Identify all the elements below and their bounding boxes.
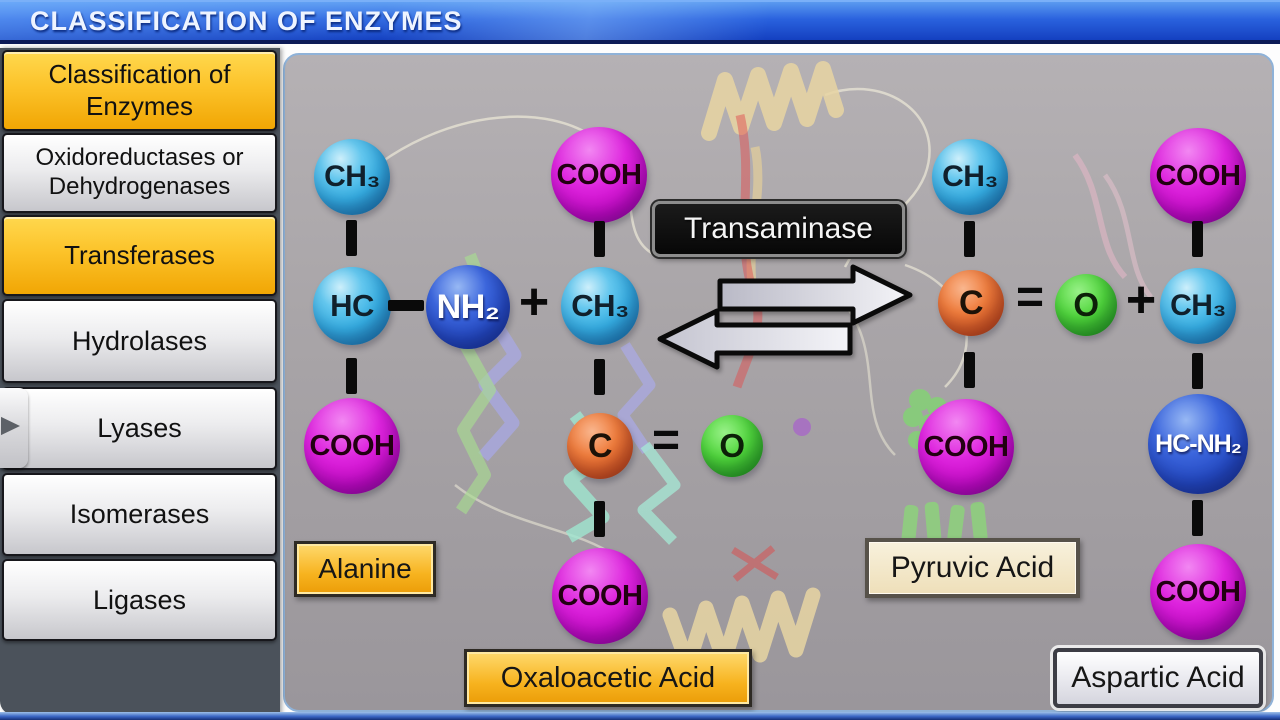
protein-background-illustration: [364, 61, 1153, 673]
sidebar-item-lyases[interactable]: Lyases: [2, 387, 277, 470]
sidebar-item-classification-of-enzymes[interactable]: Classification of Enzymes: [2, 50, 277, 131]
main-panel: [283, 53, 1274, 712]
page-title: CLASSIFICATION OF ENZYMES: [30, 5, 463, 36]
header-bar: CLASSIFICATION OF ENZYMES: [0, 0, 1280, 44]
sidebar-item-isomerases[interactable]: Isomerases: [2, 473, 277, 556]
sidebar-menu: Classification of Enzymes Oxidoreductase…: [0, 48, 280, 715]
sidebar-item-ligases[interactable]: Ligases: [2, 559, 277, 641]
sidebar-item-hydrolases[interactable]: Hydrolases: [2, 299, 277, 383]
sidebar-item-transferases[interactable]: Transferases: [2, 215, 277, 296]
sidebar-item-oxidoreductases[interactable]: Oxidoreductases or Dehydrogenases: [2, 133, 277, 213]
bottom-border: [0, 712, 1280, 720]
